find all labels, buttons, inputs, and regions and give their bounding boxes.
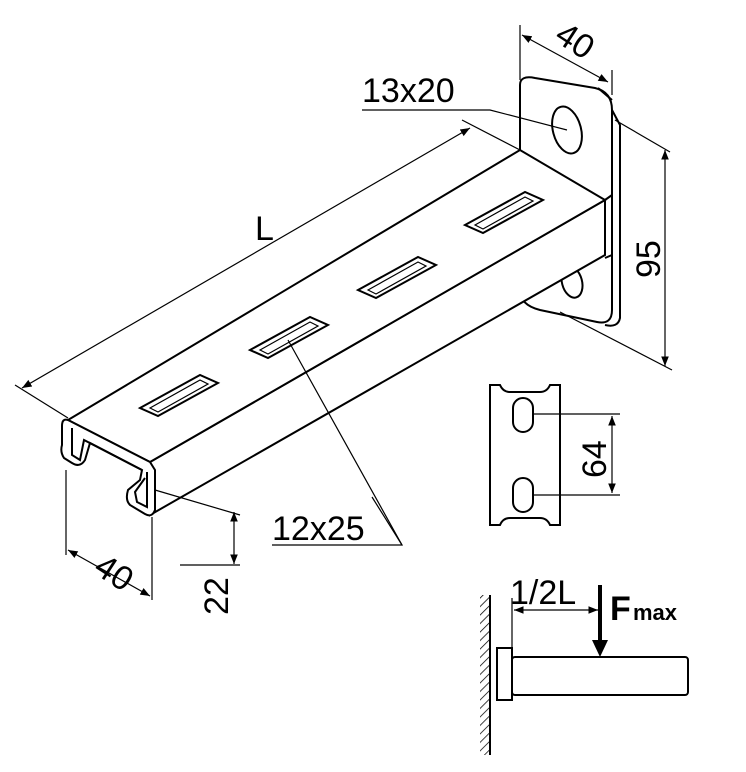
- plate-height-label: 95: [630, 240, 668, 278]
- hole-spacing-label: 64: [576, 440, 614, 478]
- length-dimension: L: [14, 119, 521, 419]
- slot-channel-callout: 12x25: [272, 339, 404, 548]
- load-diagram: 1/2L F max: [480, 574, 689, 755]
- slot-channel-label: 12x25: [272, 510, 365, 548]
- plate-detail: 64: [489, 384, 620, 526]
- force-arrow-icon: [592, 640, 608, 657]
- force-label: F: [610, 590, 631, 628]
- load-position-label: 1/2L: [510, 574, 576, 612]
- channel-width-label: 40: [88, 547, 140, 599]
- plate-height-dimension: 95: [559, 119, 673, 371]
- plate-width-label: 40: [549, 15, 601, 67]
- channel-height-label: 22: [198, 577, 236, 615]
- slot-top-callout: 13x20: [362, 72, 568, 131]
- slot-top-label: 13x20: [362, 72, 455, 110]
- force-sub-label: max: [633, 600, 678, 625]
- channel-height-dimension: 22: [154, 489, 241, 615]
- length-label: L: [255, 210, 274, 248]
